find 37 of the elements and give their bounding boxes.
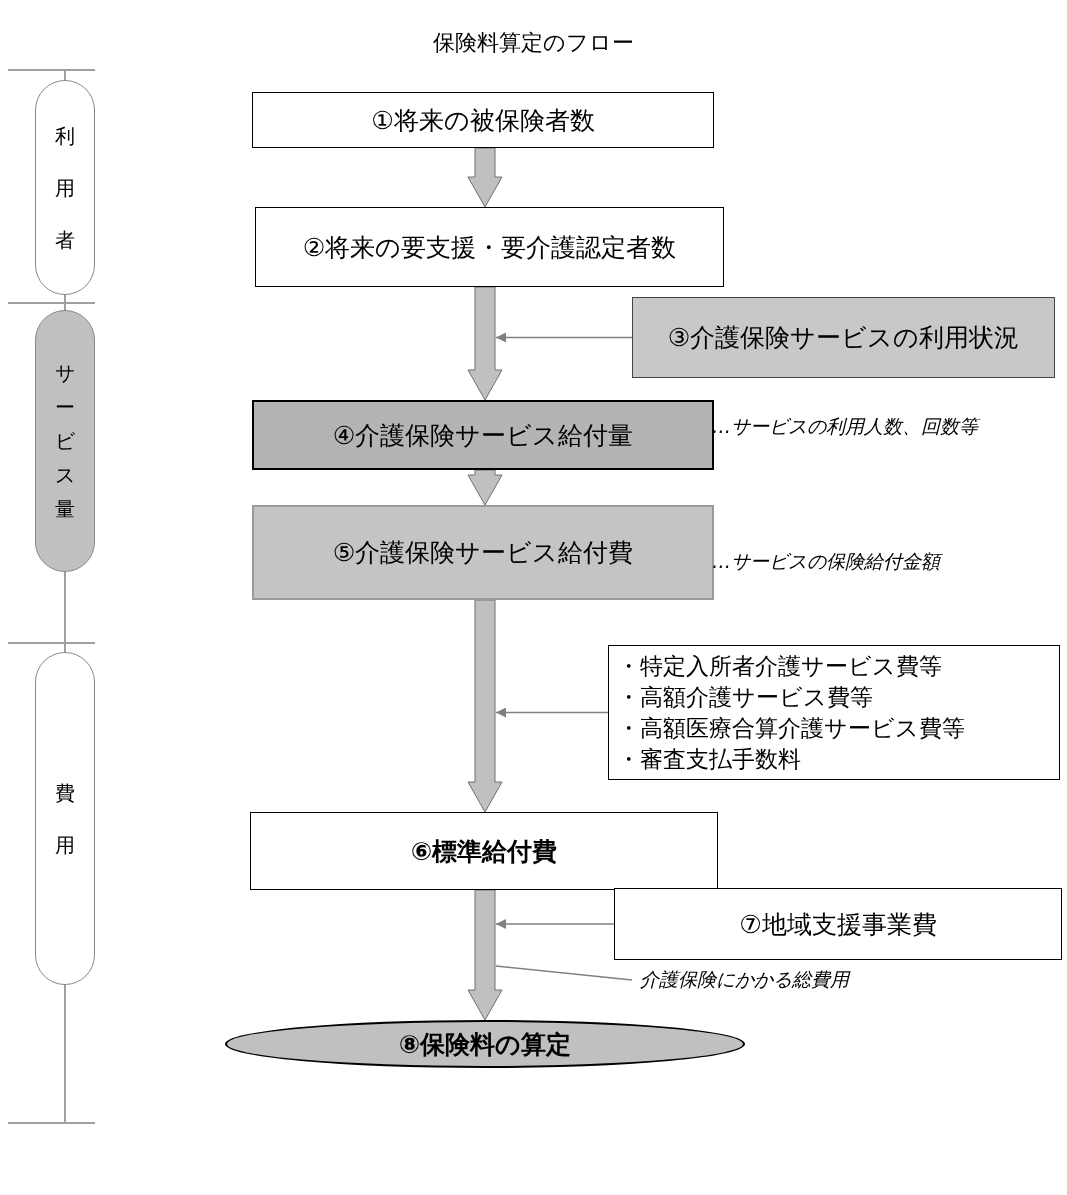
box-label: ②将来の要支援・要介護認定者数 [302, 231, 677, 264]
arrow [495, 332, 633, 343]
list-item: ・高額介護サービス費等 [617, 682, 873, 712]
arrow [495, 919, 615, 929]
title: 保険料算定のフロー [432, 29, 635, 57]
box-label: ④介護保険サービス給付量 [332, 419, 634, 452]
box-label: ⑧保険料の算定 [398, 1028, 572, 1061]
box-label: サービス量 [54, 360, 76, 523]
box-label: ⑦地域支援事業費 [739, 908, 937, 941]
block-arrow [467, 286, 503, 401]
block-arrow [467, 599, 503, 813]
category-pill [35, 80, 95, 295]
process-box [255, 207, 724, 287]
box-label: ①将来の被保険者数 [371, 104, 595, 137]
box-label: 費用 [54, 779, 76, 859]
note-text: 介護保険にかかる総費用 [640, 967, 849, 992]
result-box [250, 812, 718, 890]
process-box [252, 400, 714, 470]
block-arrow [467, 889, 503, 1021]
process-box [614, 888, 1062, 960]
block-arrow [467, 147, 503, 208]
process-box [252, 505, 714, 600]
list-item: ・特定入所者介護サービス費等 [617, 651, 942, 681]
box-label: 利用者 [54, 122, 76, 254]
category-pill [35, 652, 95, 985]
arrow [495, 707, 609, 718]
box-label: ⑥標準給付費 [410, 835, 558, 868]
input-box [632, 297, 1055, 378]
box-label: ⑤介護保険サービス給付費 [332, 537, 634, 569]
block-arrow [467, 469, 503, 506]
box-label: ③介護保険サービスの利用状況 [667, 322, 1020, 354]
process-box [252, 92, 714, 148]
list-item: ・審査支払手数料 [617, 744, 801, 774]
list-item: ・高額医療合算介護サービス費等 [617, 713, 965, 743]
category-pill [35, 310, 95, 572]
leader-line [495, 965, 633, 981]
input-box [608, 645, 1060, 780]
